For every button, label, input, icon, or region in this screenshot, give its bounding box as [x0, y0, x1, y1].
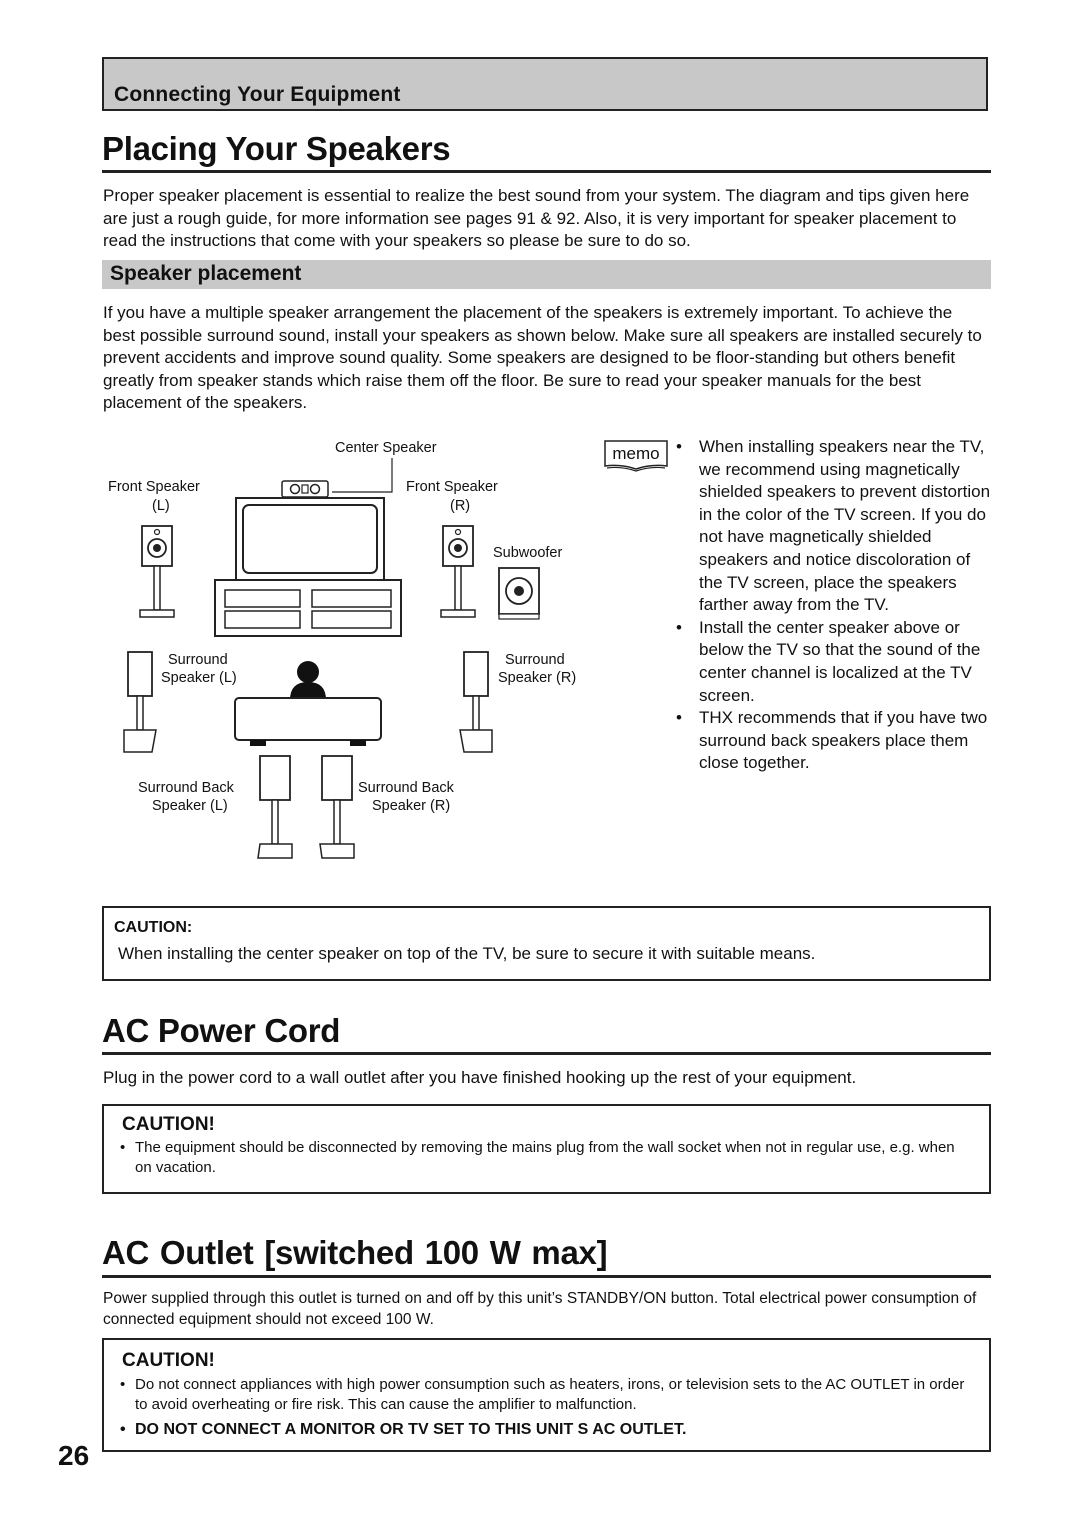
- memo-label: memo: [612, 444, 659, 463]
- caution-item-bold: DO NOT CONNECT A MONITOR OR TV SET TO TH…: [120, 1420, 980, 1440]
- front-right-speaker-icon: [440, 525, 476, 618]
- center-leader-line: [332, 458, 393, 493]
- subwoofer-icon: [498, 567, 540, 620]
- caution-box-ac-outlet: CAUTION! Do not connect appliances with …: [102, 1338, 991, 1452]
- page-number: 26: [58, 1440, 90, 1471]
- title-rule: [102, 1275, 991, 1278]
- front-right-sublabel: (R): [450, 498, 470, 514]
- caution-item: The equipment should be disconnected by …: [120, 1138, 970, 1178]
- subwoofer-label: Subwoofer: [493, 545, 562, 561]
- speaker-placement-diagram: Center Speaker Front Speaker (L) Front S…: [108, 440, 576, 859]
- memo-item: THX recommends that if you have two surr…: [676, 707, 996, 775]
- surround-back-right-speaker-icon: [319, 755, 355, 859]
- section-header: Connecting Your Equipment: [102, 57, 988, 111]
- surround-right-label: Surround: [505, 652, 565, 668]
- ac-outlet-text: Power supplied through this outlet is tu…: [103, 1290, 977, 1328]
- placing-title: Placing Your Speakers: [102, 130, 451, 167]
- front-left-label: Front Speaker: [108, 479, 200, 495]
- ac-outlet-title: AC Outlet [switched 100 W max]: [102, 1234, 608, 1271]
- caution-list: The equipment should be disconnected by …: [120, 1138, 970, 1178]
- ac-cord-title: AC Power Cord: [102, 1012, 341, 1049]
- caution-box-power-cord: CAUTION! The equipment should be disconn…: [102, 1104, 991, 1194]
- front-left-sublabel: (L): [152, 498, 170, 514]
- placing-intro: Proper speaker placement is essential to…: [103, 186, 970, 251]
- memo-item: When installing speakers near the TV, we…: [676, 436, 996, 617]
- memo-list: When installing speakers near the TV, we…: [676, 436, 996, 775]
- caution-title: CAUTION!: [122, 1114, 215, 1135]
- listener-icon: [290, 661, 326, 700]
- surround-back-right-label: Surround Back: [358, 780, 455, 796]
- section-header-title: Connecting Your Equipment: [114, 83, 401, 106]
- speaker-placement-title: Speaker placement: [110, 262, 302, 285]
- center-speaker-label: Center Speaker: [335, 440, 437, 456]
- memo-item: Install the center speaker above or belo…: [676, 617, 996, 707]
- ac-cord-text: Plug in the power cord to a wall outlet …: [103, 1068, 857, 1087]
- center-speaker-icon: [281, 480, 329, 498]
- sofa-icon: [234, 697, 382, 746]
- caution-box-center-speaker: CAUTION: When installing the center spea…: [102, 906, 991, 981]
- surround-back-right-sublabel: Speaker (R): [372, 798, 450, 814]
- front-left-speaker-icon: [139, 525, 175, 618]
- surround-left-label: Surround: [168, 652, 228, 668]
- caution-list: Do not connect appliances with high powe…: [120, 1375, 980, 1440]
- speaker-placement-text: If you have a multiple speaker arrangeme…: [103, 303, 982, 413]
- surround-right-speaker-icon: [459, 651, 493, 753]
- caution-title: CAUTION:: [114, 919, 193, 936]
- surround-back-left-label: Surround Back: [138, 780, 235, 796]
- caution-item: Do not connect appliances with high powe…: [120, 1375, 980, 1415]
- surround-back-left-sublabel: Speaker (L): [152, 798, 228, 814]
- title-rule: [102, 1052, 991, 1055]
- surround-back-left-speaker-icon: [257, 755, 293, 859]
- front-right-label: Front Speaker: [406, 479, 498, 495]
- caution-title: CAUTION!: [122, 1350, 215, 1371]
- surround-left-speaker-icon: [123, 651, 157, 753]
- surround-left-sublabel: Speaker (L): [161, 670, 237, 686]
- title-rule: [102, 170, 991, 173]
- memo-icon: memo: [604, 440, 668, 472]
- caution-text: When installing the center speaker on to…: [118, 944, 816, 963]
- speaker-placement-heading: Speaker placement: [102, 260, 991, 289]
- tv-icon: [214, 497, 402, 637]
- surround-right-sublabel: Speaker (R): [498, 670, 576, 686]
